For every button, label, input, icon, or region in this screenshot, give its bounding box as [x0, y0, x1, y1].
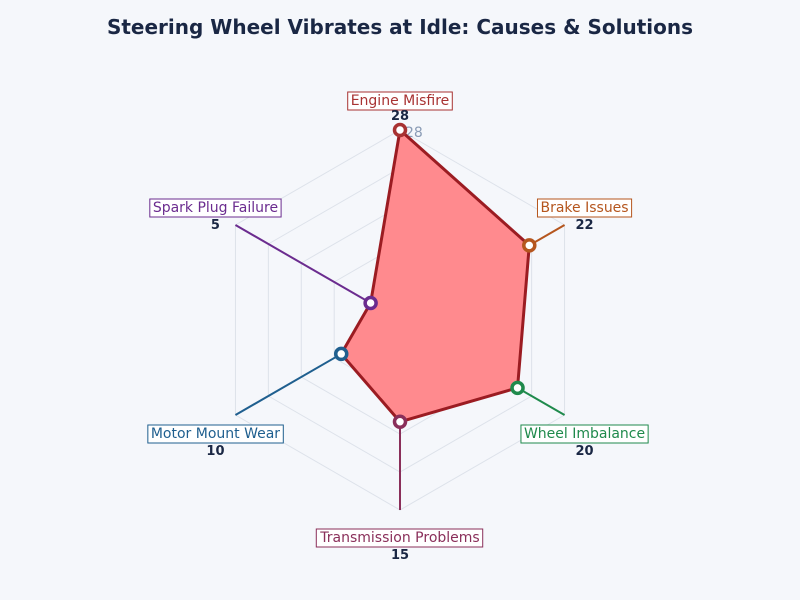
- value-label: 15: [391, 548, 409, 563]
- data-area: [339, 128, 531, 424]
- leader-line: [517, 386, 566, 416]
- category-label-box: [149, 198, 282, 218]
- data-point: [522, 238, 537, 253]
- category-label: Wheel Imbalance: [524, 426, 645, 442]
- chart-title: Steering Wheel Vibrates at Idle: Causes …: [107, 15, 693, 39]
- category-label-box: [536, 198, 633, 218]
- leader-line: [234, 353, 342, 416]
- category-label-box: [315, 528, 484, 548]
- data-point: [333, 346, 349, 362]
- value-label: 20: [575, 444, 593, 459]
- category-label: Brake Issues: [540, 200, 628, 216]
- leader-line: [234, 224, 372, 304]
- data-point: [392, 414, 408, 430]
- value-label: 22: [575, 218, 593, 233]
- category-label: Motor Mount Wear: [151, 426, 280, 442]
- data-point: [363, 295, 378, 311]
- value-label: 28: [391, 109, 409, 124]
- category-label: Spark Plug Failure: [153, 200, 278, 216]
- value-label: 10: [206, 444, 224, 459]
- category-label: Transmission Problems: [319, 530, 479, 546]
- category-label-box: [520, 424, 649, 444]
- data-point: [510, 380, 525, 396]
- category-label-box: [147, 424, 284, 444]
- category-label-box: [347, 91, 453, 111]
- category-label: Engine Misfire: [351, 93, 450, 109]
- data-point: [392, 122, 408, 138]
- value-label: 5: [211, 218, 220, 233]
